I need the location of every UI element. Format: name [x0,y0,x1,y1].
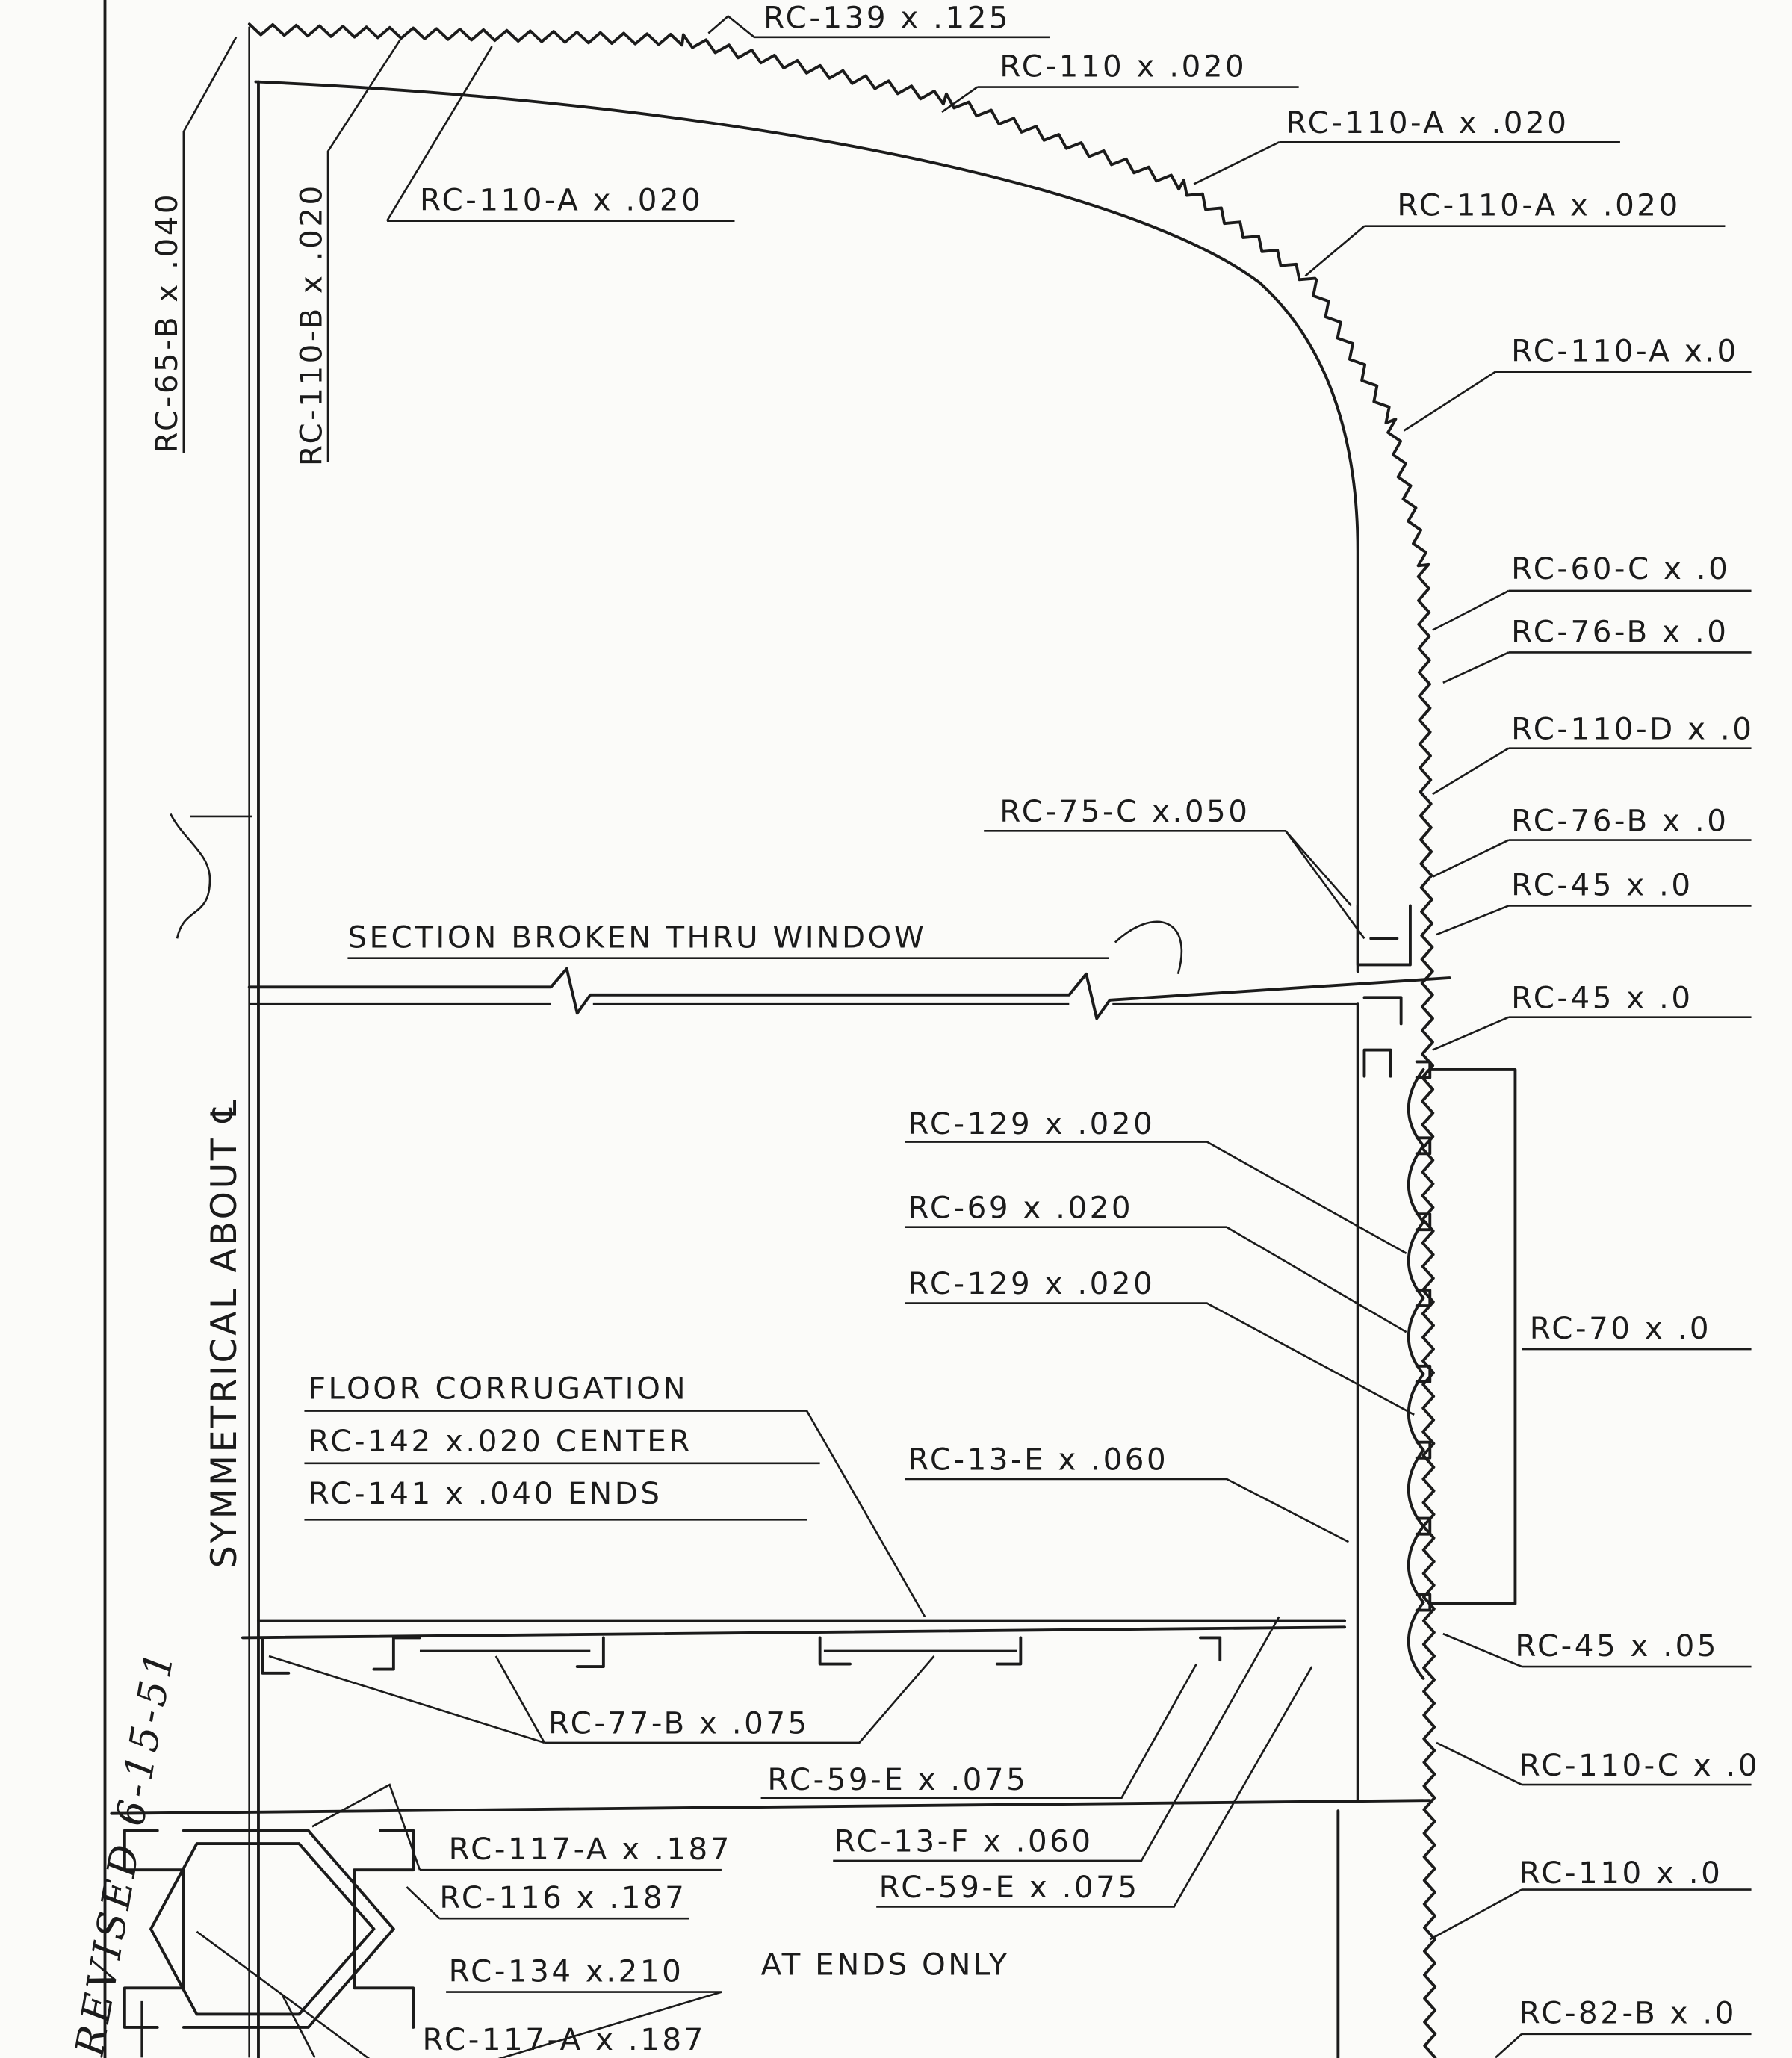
callout-rc-117-a: RC-117-A x .187 [449,1832,732,1867]
callout-rc-116: RC-116 x .187 [439,1880,686,1915]
roof-inner-line [254,80,1359,973]
callout-rc-129: RC-129 x .020 [908,1266,1155,1301]
callout-rc-45: RC-45 x .0 [1511,980,1693,1015]
floor-underlines [304,1410,926,1617]
rc-45-section [1362,996,1403,1078]
callout-rc-110-a: RC-110-A x.0 [1511,334,1739,369]
rc-129-hat-section [1407,1136,1432,1224]
callout-rc-76-b: RC-76-B x .0 [1511,614,1729,649]
leader-lines [140,14,1752,2058]
floor-ends: RC-141 x .040 ENDS [309,1476,663,1511]
rc-75-c-section [1356,904,1412,967]
callout-rc-110-top: RC-110 x .020 [999,49,1247,84]
callout-rc-59-e: RC-59-E x .075 [879,1870,1140,1905]
callout-rc-117-a: RC-117-A x .187 [423,2022,706,2057]
callout-rc-110-a-left: RC-110-A x .020 [420,183,703,218]
callout-rc-59-e: RC-59-E x .075 [767,1762,1028,1797]
callout-rc-139: RC-139 x .125 [763,1,1011,36]
callout-rc-60-c: RC-60-C x .0 [1511,551,1730,586]
rc-129-hat-section [1407,1593,1432,1680]
callout-rc-70: RC-70 x .0 [1530,1311,1711,1346]
callout-rc-110-b: RC-110-B x .020 [294,183,329,466]
floor-center: RC-142 x.020 CENTER [309,1424,692,1459]
callout-rc-110: RC-110 x .0 [1519,1856,1723,1891]
callout-rc-45: RC-45 x .0 [1511,867,1693,902]
callout-rc-82-b: RC-82-B x .0 [1519,1996,1737,2031]
callout-rc-134: RC-134 x.210 [449,1954,684,1989]
floor-title: FLOOR CORRUGATION [309,1372,688,1407]
hat-sections [1407,1060,1432,1680]
rc-77-b-floor-beams [261,1636,1222,1675]
floor-bottom-line [110,1799,1432,1815]
callout-rc-110-c: RC-110-C x .0 [1519,1748,1760,1783]
callout-rc-75-c: RC-75-C x.050 [999,794,1250,829]
floor-corrugation [241,1625,1347,1640]
callout-rc-129: RC-129 x .020 [908,1106,1155,1141]
section-note: SECTION BROKEN THRU WINDOW [347,920,926,955]
rc-134-hexagon [149,1842,376,2016]
callout-rc-69: RC-69 x .020 [908,1190,1133,1225]
window-break-line-upper [247,967,1451,1020]
at-ends-only-note: AT ENDS ONLY [761,1947,1010,1983]
callout-rc-45: RC-45 x .05 [1515,1628,1719,1664]
callout-rc-13-e: RC-13-E x .060 [908,1442,1168,1478]
callout-rc-110-a: RC-110-A x .020 [1397,188,1680,223]
callout-rc-13-f: RC-13-F x .060 [834,1824,1094,1859]
callout-rc-110-a: RC-110-A x .020 [1286,105,1569,140]
callout-rc-65-b: RC-65-B x .040 [149,192,185,453]
callout-rc-76-b: RC-76-B x .0 [1511,803,1729,838]
symmetry-note: SYMMETRICAL ABOUT ℄ [204,1097,245,1568]
rc-70-bracket [1428,1068,1517,1605]
callout-rc-110-d: RC-110-D x .0 [1511,711,1754,746]
corrugated-outer-skin [247,22,1437,2058]
callout-rc-77-b: RC-77-B x .075 [548,1706,810,1741]
sill-extrusion [123,1829,415,2029]
